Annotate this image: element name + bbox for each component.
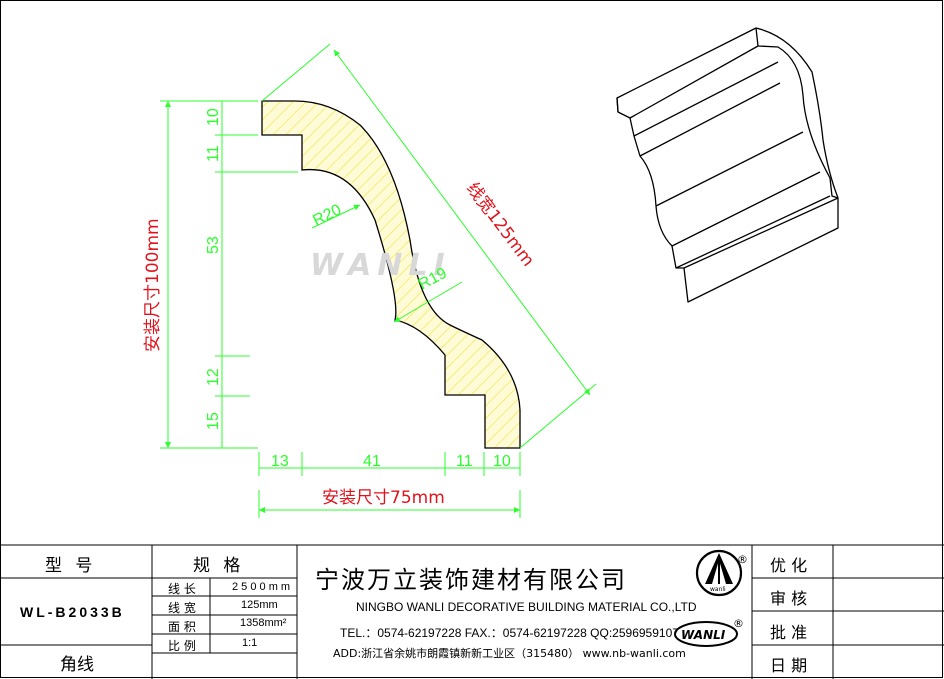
company-name-cn: 宁波万立装饰建材有限公司 [315,566,627,594]
line-width-label: 线宽125mm [462,179,538,271]
approval-date: 日 期 [770,656,808,675]
address-line: ADD:浙江省余姚市朗霞镇新新工业区（315480） www.nb-wanli.… [333,647,686,660]
category-label: 角线 [60,655,94,675]
dim-v-12: 12 [205,368,222,386]
line-width-dimension [261,43,597,449]
dim-v-53: 53 [205,236,222,254]
install-width-dimension [258,490,521,518]
install-width-label: 安装尺寸75mm [322,488,445,508]
dim-h-10: 10 [493,453,511,470]
dim-v-15: 15 [205,412,222,430]
radius-r20: R20 [310,201,344,229]
company-name-en: NINGBO WANLI DECORATIVE BUILDING MATERIA… [356,600,697,614]
moulding-3d-view [616,27,839,303]
model-header: 型 号 [45,556,97,576]
spec-label-width: 线 宽 [168,601,196,615]
spec-header: 规 格 [193,556,245,576]
horizontal-dimension-chain [258,452,521,476]
vertical-dimension-chain [215,100,298,449]
spec-value-length: 2 5 0 0 m m [232,581,291,593]
contact-line: TEL.：0574-62197228 FAX.：0574-62197228 QQ… [340,626,679,640]
model-value: WL-B2033B [20,604,125,620]
spec-label-scale: 比 例 [168,639,196,653]
company-logo-icon [695,549,743,597]
radius-callouts [311,204,463,323]
dim-h-11: 11 [456,453,473,470]
spec-value-scale: 1:1 [242,637,258,649]
install-height-label: 安装尺寸100mm [143,218,163,352]
registered-mark-2: ® [733,617,744,630]
dim-v-10: 10 [205,108,222,126]
logo-small-text: wanli [710,586,726,593]
dim-h-41: 41 [363,453,381,470]
title-block-grid [0,544,944,679]
spec-value-width: 125mm [241,599,278,611]
spec-value-area: 1358mm² [240,617,287,629]
dim-h-13: 13 [271,453,289,470]
approval-optimize: 优 化 [770,556,808,575]
registered-mark-1: ® [737,553,748,566]
approval-approve: 批 准 [770,623,808,642]
logo-text: WANLI [681,628,726,642]
install-height-dimension [160,100,215,449]
dim-v-11: 11 [205,145,222,162]
approval-review: 审 核 [770,589,808,608]
spec-label-area: 面 积 [168,620,196,634]
wanli-oval-logo [674,621,738,647]
spec-label-length: 线 长 [168,582,196,596]
